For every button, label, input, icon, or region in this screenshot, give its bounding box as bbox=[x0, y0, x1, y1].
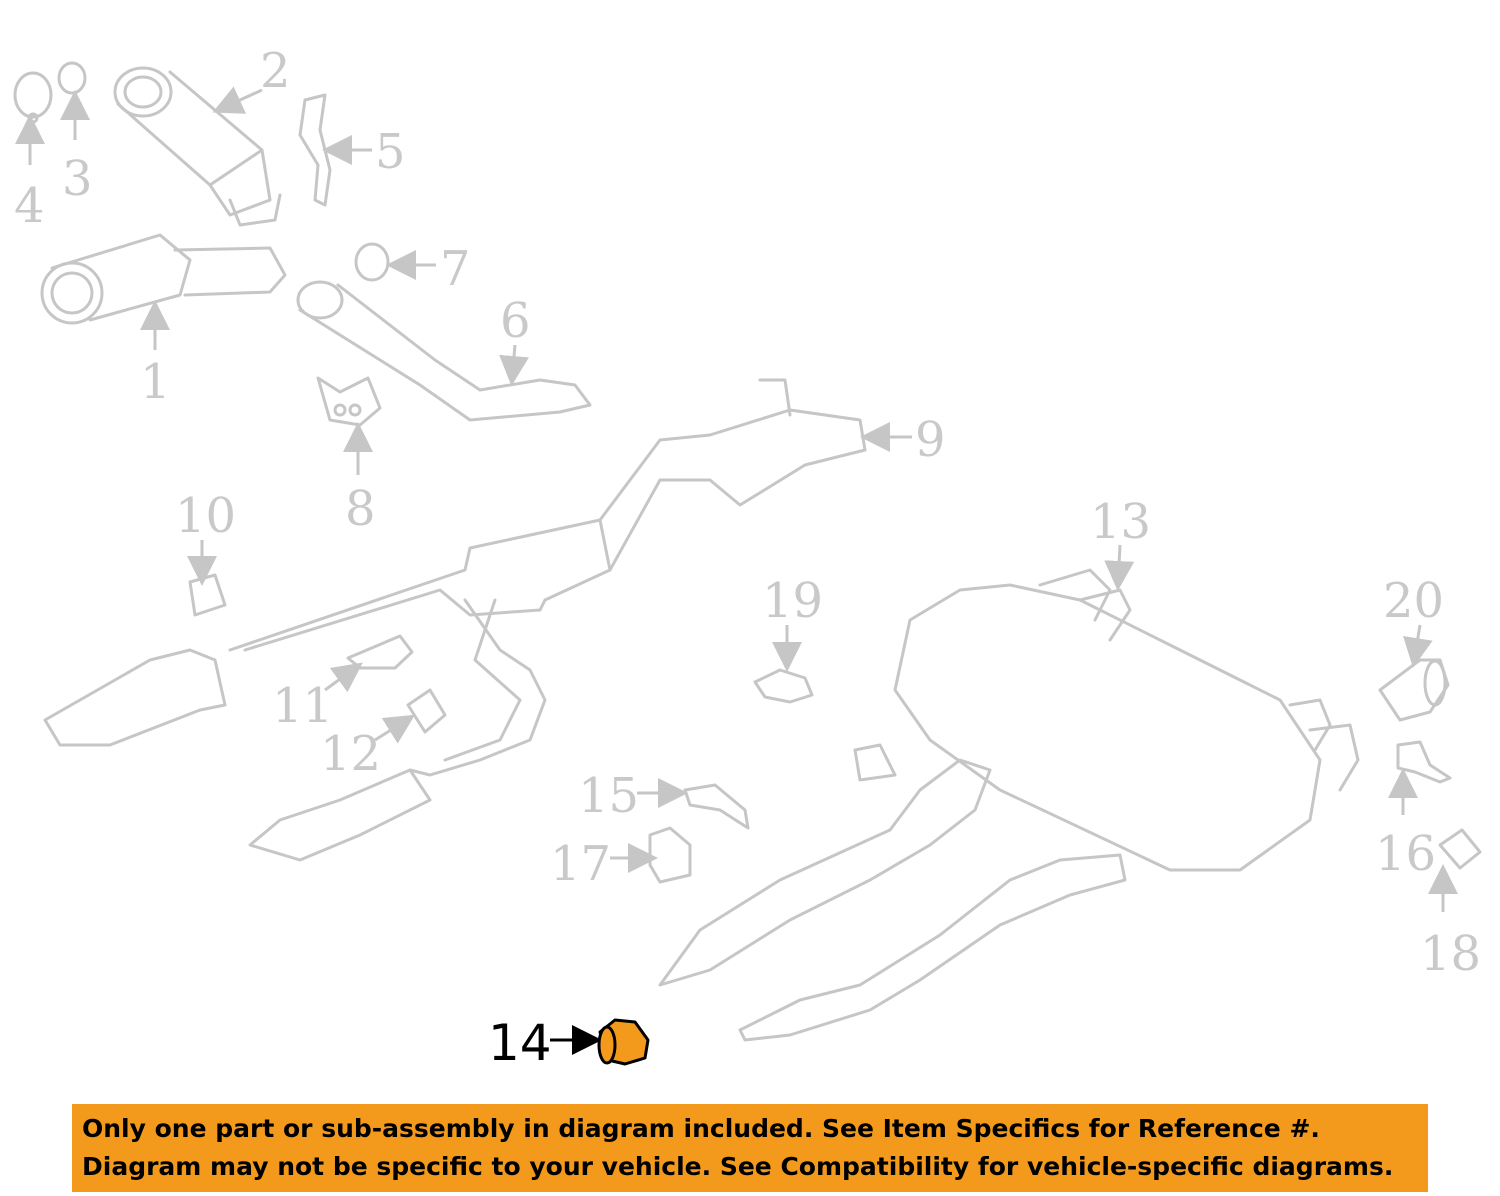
part-6-front-pipe bbox=[296, 280, 592, 422]
callout-13: 13 bbox=[1090, 494, 1151, 550]
callout-1: 1 bbox=[140, 354, 171, 410]
callout-10: 10 bbox=[175, 488, 236, 544]
part-8-bracket bbox=[316, 376, 382, 427]
callout-20: 20 bbox=[1383, 573, 1444, 629]
callout-2: 2 bbox=[260, 43, 291, 99]
part-7-gasket bbox=[354, 242, 390, 282]
part-13-rear-muffler bbox=[658, 568, 1360, 1042]
part-5-bracket bbox=[298, 93, 332, 207]
part-3-gasket bbox=[57, 61, 87, 95]
part-14-highlighted: 14 bbox=[488, 1014, 650, 1072]
callout-19: 19 bbox=[762, 573, 823, 629]
part-19-hanger bbox=[753, 668, 814, 704]
disclaimer-banner: Only one part or sub-assembly in diagram… bbox=[72, 1104, 1428, 1192]
disclaimer-line-1: Only one part or sub-assembly in diagram… bbox=[82, 1114, 1320, 1143]
callout-14: 14 bbox=[488, 1014, 552, 1072]
callout-7: 7 bbox=[440, 241, 471, 297]
part-12-hanger bbox=[406, 688, 447, 734]
part-20-tip bbox=[1378, 658, 1450, 722]
callout-8: 8 bbox=[345, 481, 376, 537]
callout-17: 17 bbox=[550, 836, 611, 892]
callout-12: 12 bbox=[320, 726, 381, 782]
part-11-bracket bbox=[346, 634, 414, 670]
disclaimer-line-2: Diagram may not be specific to your vehi… bbox=[82, 1152, 1394, 1181]
part-16-bracket bbox=[1396, 740, 1452, 784]
callout-3: 3 bbox=[62, 151, 93, 207]
part-4-clamp bbox=[13, 71, 53, 124]
callout-11: 11 bbox=[272, 678, 333, 734]
callout-5: 5 bbox=[375, 124, 406, 180]
callout-15: 15 bbox=[578, 768, 639, 824]
part-9-mid-pipe bbox=[43, 378, 867, 862]
callout-labels: 1 2 3 4 5 6 7 8 9 10 11 12 13 15 16 17 1… bbox=[14, 43, 1481, 982]
callout-6: 6 bbox=[500, 293, 531, 349]
callout-16: 16 bbox=[1375, 826, 1436, 882]
part-15-bracket bbox=[683, 783, 750, 830]
callout-arrows bbox=[14, 86, 1458, 912]
part-10-hanger bbox=[188, 573, 227, 617]
callout-4: 4 bbox=[14, 178, 45, 234]
part-18-hanger bbox=[1438, 828, 1482, 870]
callout-18: 18 bbox=[1420, 926, 1481, 982]
part-1-converter bbox=[40, 233, 287, 325]
part-17-hanger bbox=[648, 826, 692, 884]
callout-9: 9 bbox=[915, 412, 946, 468]
